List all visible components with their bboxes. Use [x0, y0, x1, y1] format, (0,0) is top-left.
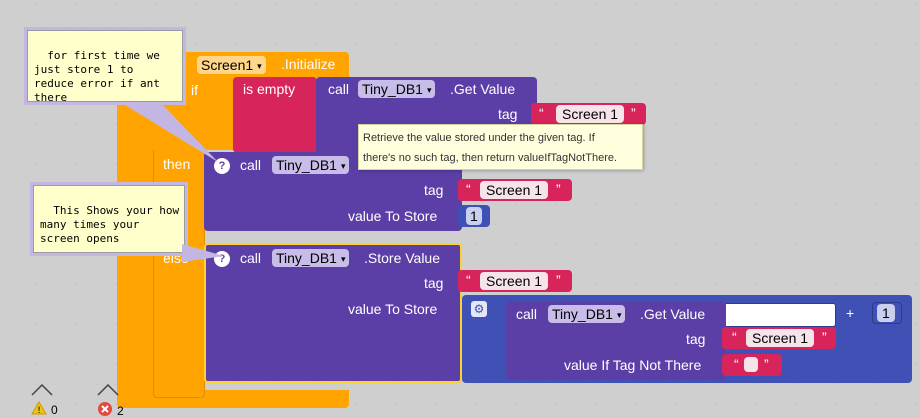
comment-bubble-second[interactable]: This Shows your how many times your scre… [33, 185, 185, 253]
number-block-store-1[interactable]: 1 [458, 205, 490, 227]
quote-close-icon: ” [631, 105, 636, 121]
collapse-icon[interactable] [31, 384, 53, 396]
store-1-component-label: Tiny_DB1 [276, 157, 337, 173]
dropdown-arrow-icon: ▾ [616, 310, 622, 321]
dropdown-arrow-icon: ▾ [340, 254, 346, 265]
text-block-get-value-2-tag[interactable]: “ Screen 1 ” [722, 327, 836, 349]
get-value-1-call-label: call [328, 81, 350, 97]
store-2-tag-label: tag [424, 275, 444, 291]
get-value-2-not-there-label: value If Tag Not There [564, 357, 702, 373]
get-value-2-tag-label: tag [686, 331, 706, 347]
svg-text:!: ! [37, 406, 41, 415]
quote-close-icon: ” [556, 181, 561, 197]
text-value-get-value-1[interactable]: Screen 1 [556, 105, 625, 123]
error-icon [98, 402, 112, 416]
warning-indicator[interactable]: ! 0 [31, 384, 71, 417]
quote-open-icon: “ [732, 329, 737, 345]
text-value-store-2[interactable]: Screen 1 [480, 272, 549, 290]
get-value-2-method-label: .Get Value [640, 306, 706, 322]
store-value-block-2[interactable]: ? call Tiny_DB1▾ .Store Value tag value … [204, 243, 462, 383]
number-value-plus-1[interactable]: 1 [877, 304, 895, 322]
store-2-value-label: value To Store [348, 301, 438, 317]
then-label: then [163, 156, 191, 172]
get-value-2-component-label: Tiny_DB1 [552, 306, 613, 322]
get-value-2-component-dropdown[interactable]: Tiny_DB1▾ [548, 305, 626, 323]
dropdown-arrow-icon: ▾ [257, 61, 262, 72]
tooltip-line-1: Retrieve the value stored under the give… [363, 132, 595, 144]
event-name-label: .Initialize [281, 56, 336, 72]
quote-close-icon: ” [556, 272, 561, 288]
store-1-component-dropdown[interactable]: Tiny_DB1▾ [272, 156, 350, 174]
get-value-2-call-label: call [516, 306, 538, 322]
comment-bubble-first[interactable]: for first time we just store 1 to reduce… [27, 30, 183, 104]
gear-icon: ⚙ [473, 302, 485, 316]
store-2-call-label: call [240, 250, 262, 266]
comment-text-first[interactable]: for first time we just store 1 to reduce… [34, 49, 160, 104]
error-count: 2 [117, 404, 124, 418]
quote-open-icon: “ [466, 272, 471, 288]
store-1-call-label: call [240, 157, 262, 173]
screen-component-dropdown[interactable]: Screen1▾ [197, 56, 266, 74]
quote-close-icon: ” [822, 329, 827, 345]
dropdown-arrow-icon: ▾ [426, 85, 432, 96]
math-plus-operator: + [846, 305, 855, 321]
text-value-empty[interactable] [744, 357, 758, 372]
text-block-empty[interactable]: “ ” [722, 354, 782, 376]
store-1-tag-label: tag [424, 182, 444, 198]
warning-count: 0 [51, 403, 58, 417]
quote-open-icon: “ [734, 356, 739, 372]
text-value-get-value-2[interactable]: Screen 1 [746, 329, 815, 347]
text-block-store-1-tag[interactable]: “ Screen 1 ” [458, 179, 572, 201]
warning-icon: ! [31, 401, 47, 415]
store-2-method-label: .Store Value [364, 250, 441, 266]
get-value-1-method-label: .Get Value [450, 81, 516, 97]
get-value-1-component-label: Tiny_DB1 [362, 81, 423, 97]
get-value-block-2[interactable]: call Tiny_DB1▾ .Get Value tag value If T… [506, 301, 726, 380]
if-label: if [191, 82, 198, 98]
screen-component-label: Screen1 [201, 57, 254, 73]
block-tooltip: Retrieve the value stored under the give… [358, 124, 643, 170]
text-block-store-2-tag[interactable]: “ Screen 1 ” [458, 270, 572, 292]
mutator-gear-button[interactable]: ⚙ [471, 301, 487, 317]
math-empty-slot[interactable] [724, 303, 836, 327]
store-2-component-label: Tiny_DB1 [276, 250, 337, 266]
tooltip-line-2: there's no such tag, then return valueIf… [363, 152, 618, 164]
error-indicator[interactable]: 2 [97, 384, 137, 418]
store-1-value-label: value To Store [348, 208, 438, 224]
quote-open-icon: “ [466, 181, 471, 197]
is-empty-label: is empty [243, 81, 296, 97]
get-value-1-tag-label: tag [498, 106, 518, 122]
store-2-component-dropdown[interactable]: Tiny_DB1▾ [272, 249, 350, 267]
text-block-get-value-1-tag[interactable]: “ Screen 1 ” [531, 103, 646, 125]
collapse-icon[interactable] [97, 384, 119, 396]
text-value-store-1[interactable]: Screen 1 [480, 181, 549, 199]
quote-close-icon: ” [764, 356, 769, 372]
is-empty-block[interactable]: is empty [233, 77, 317, 153]
get-value-1-component-dropdown[interactable]: Tiny_DB1▾ [358, 80, 436, 98]
comment-text-second[interactable]: This Shows your how many times your scre… [40, 204, 180, 245]
quote-open-icon: “ [539, 105, 544, 121]
number-block-plus-1[interactable]: 1 [872, 302, 902, 324]
comment-pointer-first [120, 102, 218, 162]
dropdown-arrow-icon: ▾ [340, 161, 346, 172]
number-value-store-1[interactable]: 1 [466, 207, 482, 225]
comment-pointer-second [182, 244, 224, 262]
